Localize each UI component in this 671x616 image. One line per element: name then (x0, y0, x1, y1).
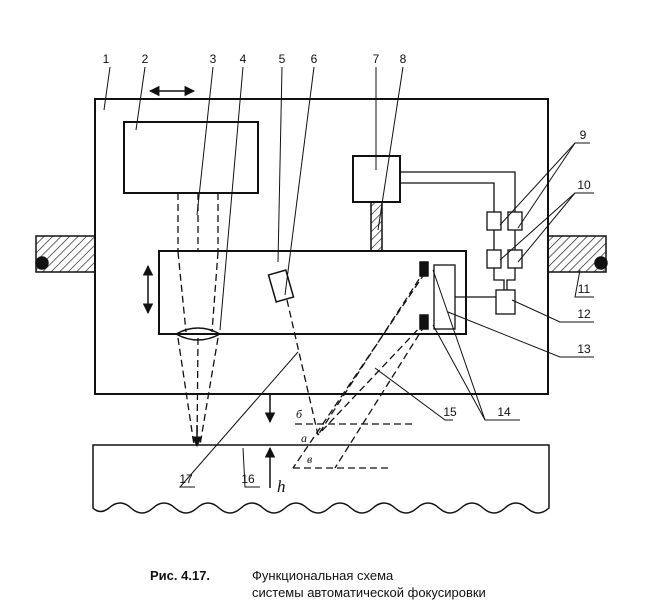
caption-line-2: системы автоматической фокусировки (252, 585, 486, 600)
height-label: h (277, 477, 286, 496)
callout-10: 10 (577, 178, 591, 192)
callout-13: 13 (577, 342, 591, 356)
focusing-lens (174, 327, 222, 341)
callout-labels: 1 2 3 4 5 6 7 8 9 10 11 12 13 14 15 16 1… (103, 52, 591, 496)
left-roller (35, 256, 49, 270)
control-wiring (400, 171, 523, 315)
callout-4: 4 (240, 52, 247, 66)
callout-1: 1 (103, 52, 110, 66)
callout-5: 5 (279, 52, 286, 66)
point-label-a: а (301, 431, 307, 445)
callout-3: 3 (210, 52, 217, 66)
caption-line-1: Функциональная схема (252, 568, 394, 583)
point-label-b: б (296, 407, 303, 421)
photodetector-bottom (419, 314, 429, 330)
caption-label: Рис. 4.17. (150, 568, 211, 583)
optical-carriage (158, 250, 467, 335)
right-roller (594, 256, 608, 270)
beam-source (123, 121, 259, 194)
callout-14: 14 (497, 405, 511, 419)
housing (94, 98, 549, 395)
callout-8: 8 (400, 52, 407, 66)
callout-7: 7 (373, 52, 380, 66)
right-rail (547, 235, 607, 273)
beam-lines (177, 193, 219, 446)
callout-17: 17 (179, 472, 193, 486)
point-label-v: в (307, 452, 312, 466)
callout-15: 15 (443, 405, 457, 419)
callout-6: 6 (311, 52, 318, 66)
workpiece (92, 444, 550, 514)
photodetector-top (419, 261, 429, 277)
callout-11: 11 (578, 282, 591, 296)
callout-12: 12 (577, 307, 591, 321)
emitter (267, 269, 295, 303)
leader-lines (103, 66, 594, 488)
callout-16: 16 (241, 472, 255, 486)
lead-screw (370, 201, 383, 252)
callout-9: 9 (580, 128, 587, 142)
callout-2: 2 (142, 52, 149, 66)
